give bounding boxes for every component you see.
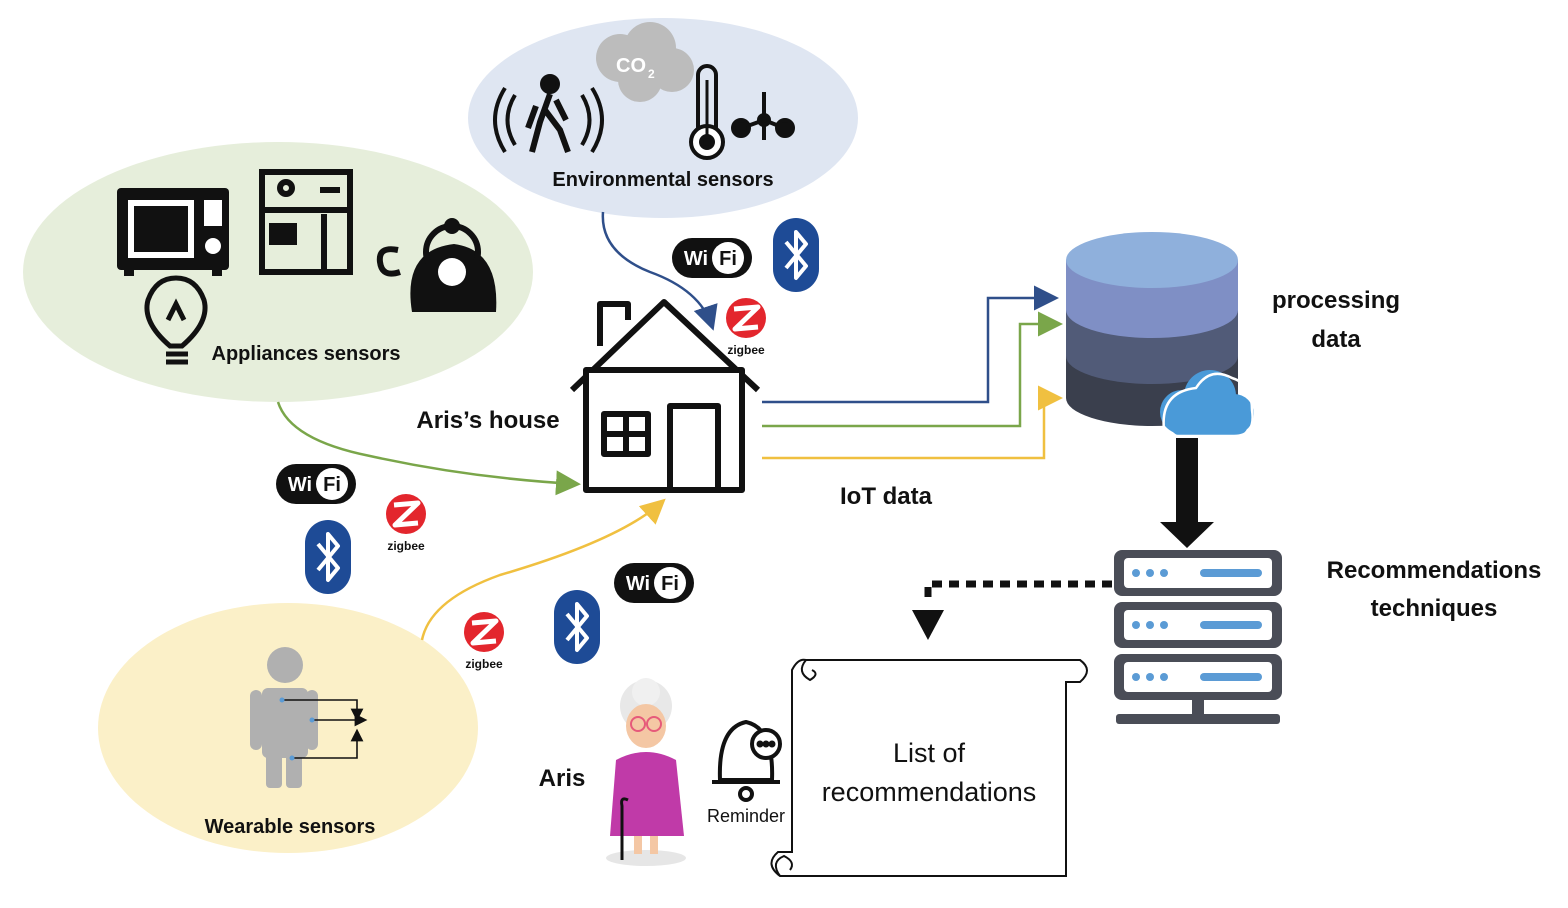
wifi-icon: Wi Fi: [672, 238, 752, 278]
bluetooth-icon: [771, 216, 821, 294]
svg-text:Fi: Fi: [719, 248, 737, 270]
wifi-icon: Wi Fi: [614, 563, 694, 603]
svg-text:Wi: Wi: [288, 474, 312, 496]
svg-text:zigbee: zigbee: [465, 657, 503, 671]
wearable-to-house-arrow: [420, 498, 666, 641]
zigbee-icon: zigbee: [386, 494, 426, 553]
svg-text:Wi: Wi: [626, 573, 650, 595]
environmental-to-house-arrow: [601, 211, 718, 331]
co2-subscript: 2: [648, 67, 655, 81]
cloud-icon: [1160, 370, 1254, 438]
aris-elderly-woman-icon: [606, 678, 686, 866]
server-icon: [1114, 550, 1282, 724]
environmental-bubble: [468, 18, 858, 218]
iot-blue-line: [762, 285, 1059, 404]
database-icon: [1066, 232, 1238, 426]
svg-text:Wi: Wi: [684, 248, 708, 270]
reminder-label: Reminder: [707, 806, 785, 826]
kettle-icon: [376, 218, 497, 312]
processing-label: processing: [1272, 287, 1400, 314]
iot-data-label: IoT data: [840, 483, 933, 510]
appliances-sensors-label: Appliances sensors: [212, 343, 401, 365]
bluetooth-icon: [552, 588, 602, 666]
wearable-person-icon: [250, 647, 318, 788]
reminder-bell-icon: [712, 719, 782, 802]
iot-yellow-line: [762, 385, 1063, 460]
co2-label: CO: [616, 55, 646, 77]
svg-text:zigbee: zigbee: [387, 539, 425, 553]
wearable-signal-lines: [279, 697, 368, 761]
bluetooth-icon: [303, 518, 353, 596]
zigbee-icon: zigbee: [726, 298, 766, 357]
recommendation-scroll: [770, 658, 1088, 877]
thermometer-icon: [689, 64, 725, 160]
wifi-icon: Wi Fi: [276, 464, 356, 504]
list-of-label: List of: [893, 738, 966, 768]
lightbulb-icon: [144, 275, 208, 365]
recommendations-list-label: recommendations: [822, 777, 1037, 807]
house-icon: [569, 299, 761, 493]
recommendations-techniques-label: Recommendations: [1327, 557, 1542, 584]
environmental-sensors-label: Environmental sensors: [552, 169, 773, 191]
house-label: Aris’s house: [416, 407, 559, 434]
aris-label: Aris: [539, 765, 586, 792]
svg-text:Fi: Fi: [661, 573, 679, 595]
wearable-sensors-label: Wearable sensors: [205, 816, 376, 838]
coffee-machine-icon: [259, 169, 353, 275]
appliances-to-house-arrow: [276, 401, 581, 496]
co2-cloud-icon: CO 2: [596, 22, 694, 102]
motion-sensor-icon: [493, 74, 604, 154]
processing-label-2: data: [1311, 326, 1361, 353]
iot-green-line: [762, 311, 1063, 428]
db-to-server-arrow: [1160, 438, 1214, 548]
svg-text:zigbee: zigbee: [727, 343, 765, 357]
zigbee-icon: zigbee: [464, 612, 504, 671]
svg-text:Fi: Fi: [323, 474, 341, 496]
microwave-icon: [117, 188, 229, 276]
server-to-list-dashed-arrow: [912, 580, 1112, 640]
humidity-sensor-icon: [731, 92, 795, 140]
recommendations-techniques-label-2: techniques: [1371, 595, 1498, 622]
